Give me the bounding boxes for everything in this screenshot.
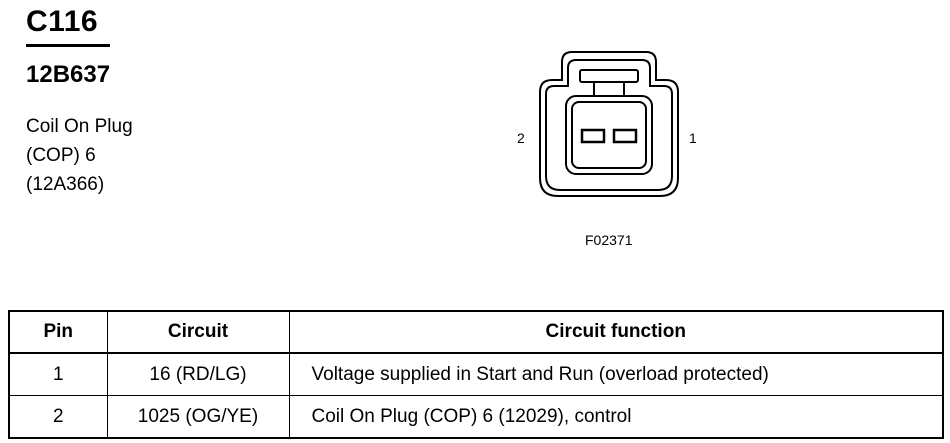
connector-id-underline bbox=[26, 44, 110, 47]
terminal-block-outer bbox=[565, 95, 653, 175]
description-line: (COP) 6 bbox=[26, 145, 96, 166]
part-number: 12B637 bbox=[26, 61, 111, 88]
connector-id: C116 bbox=[26, 5, 99, 38]
connector-housing-inner bbox=[545, 59, 673, 191]
cell-pin: 2 bbox=[8, 395, 108, 439]
connector-face-diagram bbox=[539, 51, 679, 197]
table-row: 1 16 (RD/LG) Voltage supplied in Start a… bbox=[8, 352, 944, 396]
latch-tab bbox=[579, 69, 639, 83]
latch-window bbox=[593, 81, 625, 97]
cell-function: Coil On Plug (COP) 6 (12029), control bbox=[288, 395, 944, 439]
connector-housing-outline bbox=[539, 51, 679, 197]
component-description: Coil On Plug (COP) 6 (12A366) bbox=[26, 112, 133, 199]
description-line: (12A366) bbox=[26, 174, 105, 195]
header-circuit-function: Circuit function bbox=[288, 310, 944, 354]
header-pin: Pin bbox=[8, 310, 108, 354]
figure-code: F02371 bbox=[585, 232, 633, 248]
table-header-row: Pin Circuit Circuit function bbox=[8, 310, 944, 354]
terminal-block-inner bbox=[571, 101, 647, 169]
header-circuit: Circuit bbox=[106, 310, 290, 354]
description-line: Coil On Plug bbox=[26, 116, 133, 137]
cell-circuit: 1025 (OG/YE) bbox=[106, 395, 290, 439]
cell-function: Voltage supplied in Start and Run (overl… bbox=[288, 352, 944, 396]
pin-table: Pin Circuit Circuit function 1 16 (RD/LG… bbox=[8, 310, 944, 439]
table-row: 2 1025 (OG/YE) Coil On Plug (COP) 6 (120… bbox=[8, 395, 944, 439]
pin-cavity-2 bbox=[580, 128, 606, 144]
pin-label-1: 1 bbox=[689, 130, 697, 146]
pin-label-2: 2 bbox=[517, 130, 525, 146]
cell-pin: 1 bbox=[8, 352, 108, 396]
cell-circuit: 16 (RD/LG) bbox=[106, 352, 290, 396]
pin-cavity-1 bbox=[612, 128, 638, 144]
